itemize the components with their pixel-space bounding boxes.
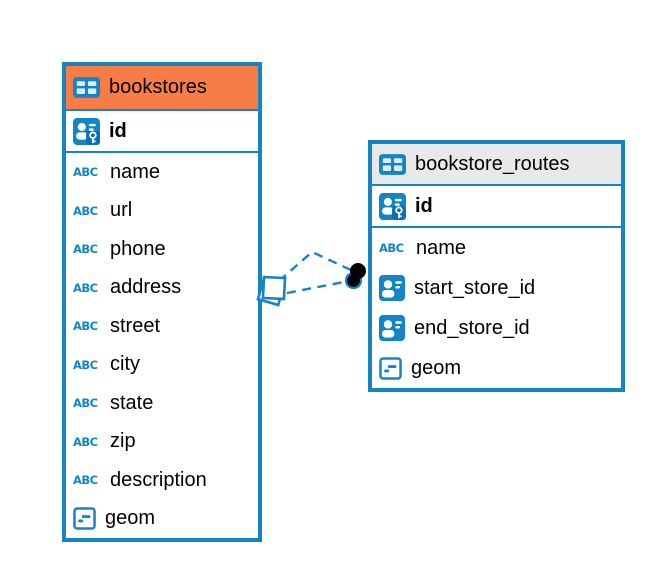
column-row[interactable]: ABC description	[66, 461, 258, 500]
text-type-icon: ABC	[73, 242, 98, 257]
column-name: geom	[105, 507, 156, 530]
table-header[interactable]: bookstores	[66, 66, 258, 111]
column-name: street	[110, 314, 161, 337]
column-row[interactable]: ABC state	[66, 384, 258, 423]
column-row[interactable]: ABC phone	[66, 230, 258, 269]
column-row[interactable]: ABC zip	[66, 422, 258, 461]
relationship-line	[278, 250, 352, 282]
text-type-icon: ABC	[73, 165, 98, 180]
column-name: name	[416, 236, 467, 259]
text-type-icon: ABC	[73, 434, 98, 449]
text-type-icon: ABC	[73, 319, 98, 334]
geometry-type-icon	[73, 507, 96, 530]
table-title: bookstores	[109, 76, 207, 98]
many-end-diamond-marker	[256, 275, 287, 307]
column-row[interactable]: ABC url	[66, 191, 258, 230]
geometry-type-icon	[379, 357, 402, 380]
primary-key-row[interactable]: id	[66, 111, 258, 153]
reference-type-icon	[379, 275, 405, 301]
primary-key-row[interactable]: id	[372, 186, 621, 228]
column-row[interactable]: start_store_id	[372, 268, 621, 308]
column-name: address	[110, 276, 182, 299]
column-row[interactable]: ABC street	[66, 307, 258, 346]
text-type-icon: ABC	[379, 241, 404, 255]
column-row[interactable]: ABC city	[66, 345, 258, 384]
text-type-icon: ABC	[73, 357, 98, 372]
column-name: state	[110, 391, 154, 414]
column-row[interactable]: ABC name	[66, 153, 258, 192]
column-row[interactable]: geom	[372, 348, 621, 388]
column-name: name	[110, 160, 161, 183]
column-row[interactable]: ABC address	[66, 268, 258, 307]
table-bookstores[interactable]: bookstores id ABC name ABC url ABC phone…	[62, 62, 262, 542]
table-bookstore-routes[interactable]: bookstore_routes id ABC name start_store…	[368, 140, 625, 392]
column-row[interactable]: ABC name	[372, 228, 621, 268]
column-name: description	[110, 468, 207, 491]
column-name: city	[110, 353, 140, 376]
column-name: end_store_id	[414, 316, 530, 339]
table-title: bookstore_routes	[415, 152, 570, 175]
relationship-line	[286, 279, 350, 295]
text-type-icon: ABC	[73, 203, 98, 218]
text-type-icon: ABC	[73, 473, 98, 488]
column-name: id	[109, 119, 127, 142]
column-name: geom	[411, 356, 462, 379]
column-row[interactable]: geom	[66, 499, 258, 538]
table-icon	[379, 154, 406, 175]
text-type-icon: ABC	[73, 396, 98, 411]
person-key-icon	[379, 193, 406, 220]
table-icon	[73, 77, 100, 98]
reference-type-icon	[379, 315, 405, 341]
column-name: start_store_id	[414, 276, 536, 299]
column-name: url	[110, 199, 133, 222]
text-type-icon: ABC	[73, 280, 98, 295]
column-name: id	[415, 194, 433, 217]
one-end-circle-marker	[344, 263, 366, 290]
column-name: zip	[110, 430, 136, 453]
person-key-icon	[73, 118, 100, 145]
column-name: phone	[110, 237, 166, 260]
table-header[interactable]: bookstore_routes	[372, 144, 621, 186]
column-row[interactable]: end_store_id	[372, 308, 621, 348]
